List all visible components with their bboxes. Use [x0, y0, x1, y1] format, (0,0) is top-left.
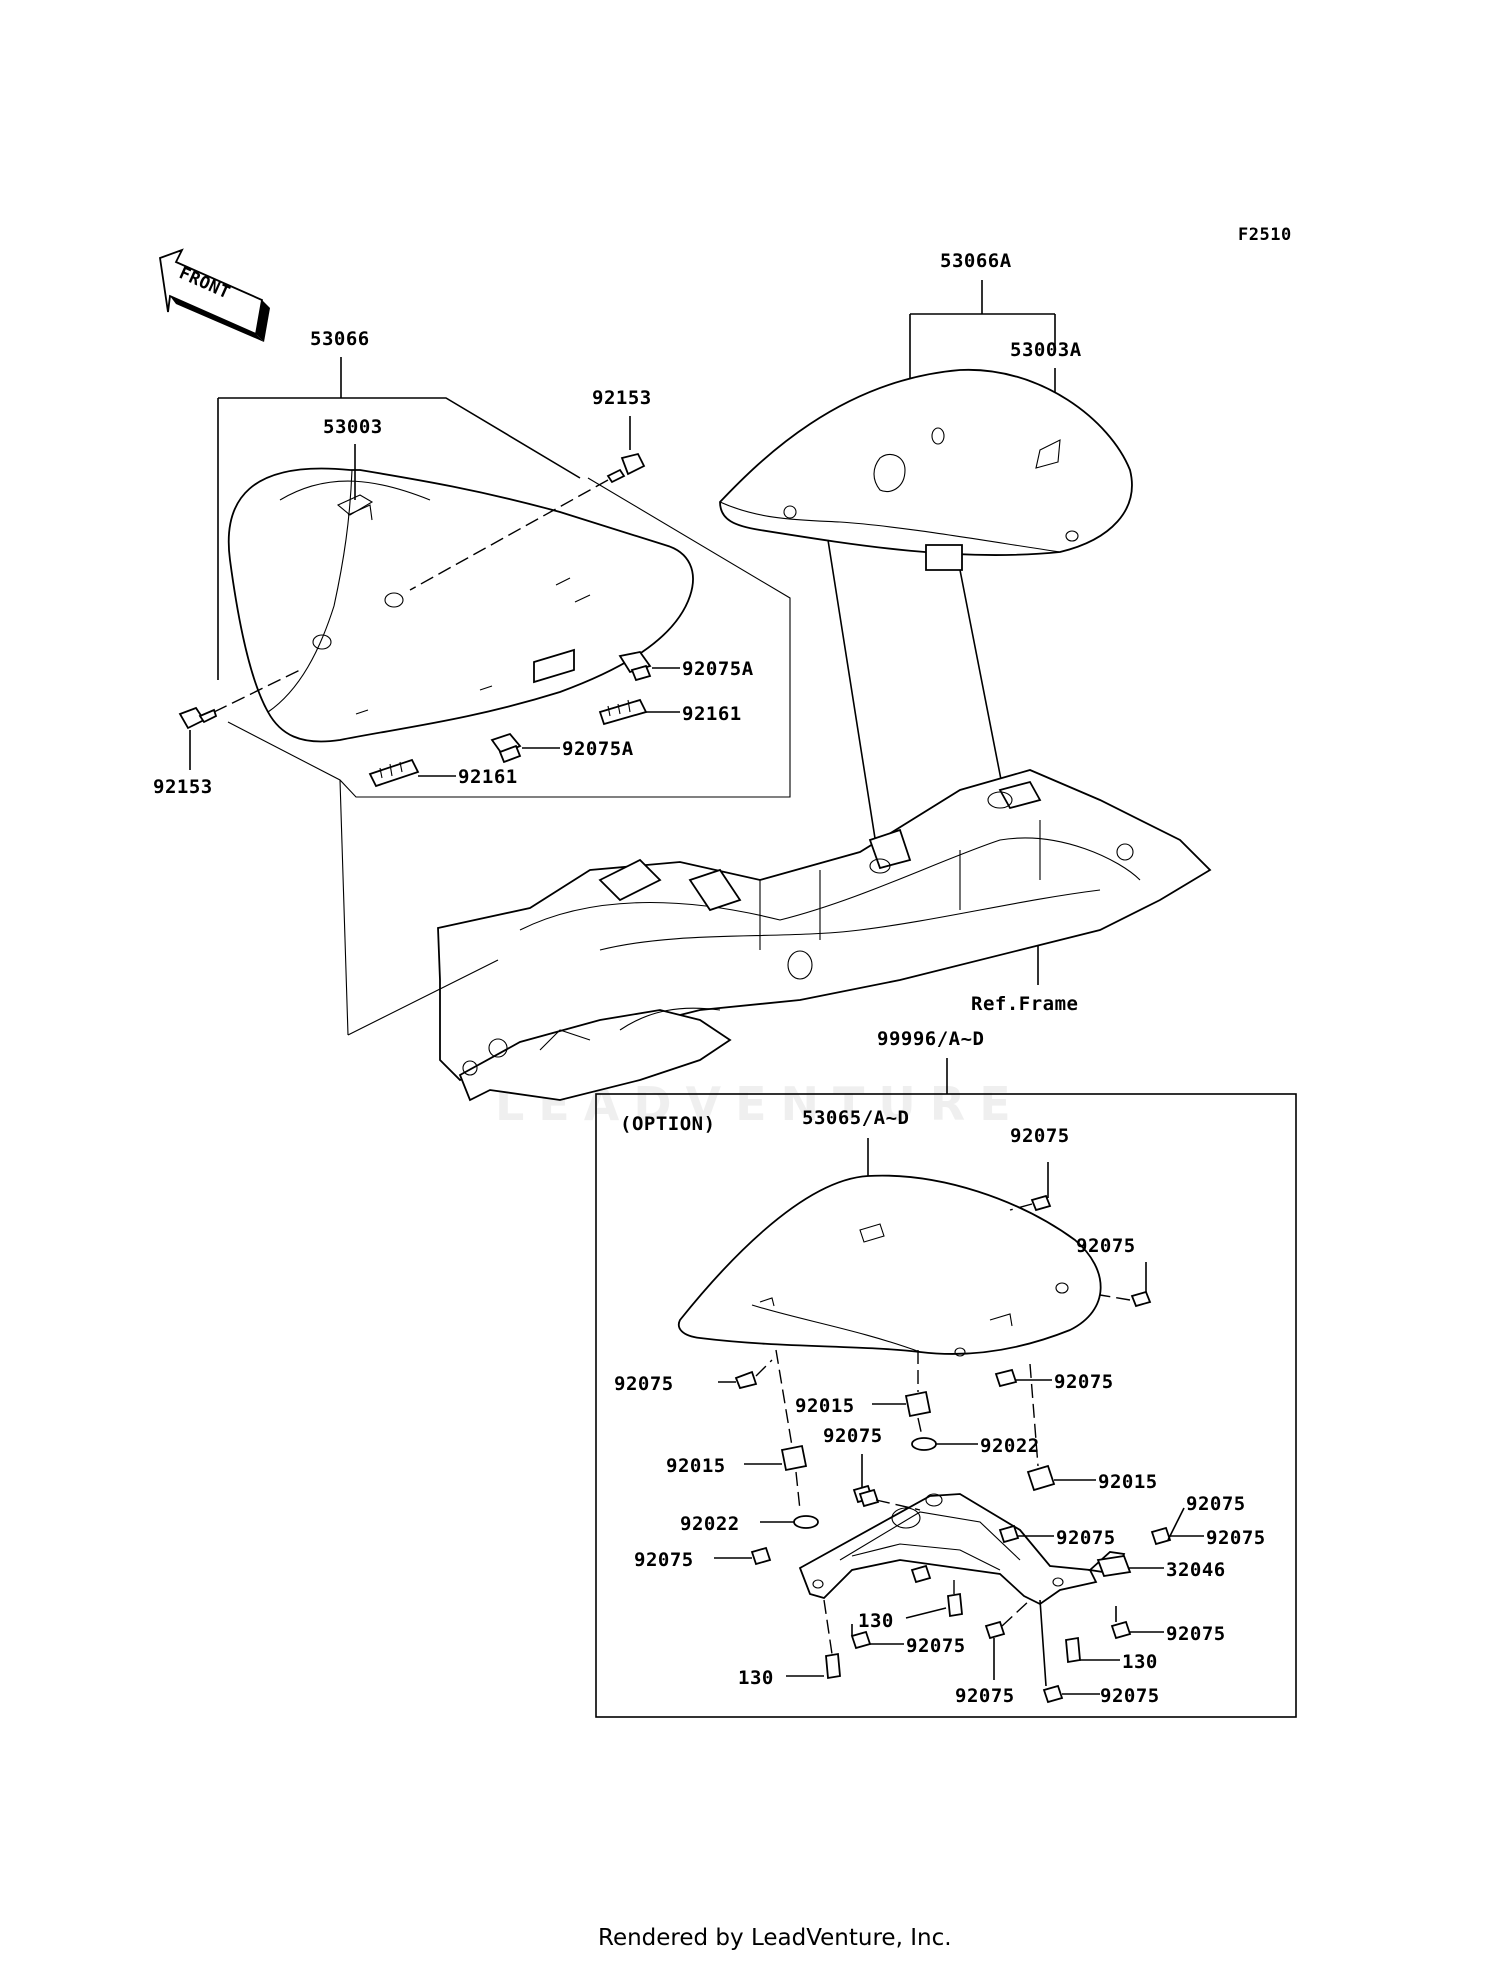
- label-front-seat-assy: 53066: [310, 328, 370, 350]
- bolt-icon: [1130, 1290, 1152, 1308]
- rear-seat-cowl: [719, 369, 1133, 571]
- washer-icon: [793, 1515, 819, 1529]
- footer-credit: Rendered by LeadVenture, Inc.: [598, 1925, 952, 1951]
- nut-icon: [368, 758, 420, 788]
- label-o-92075-m: 92075: [1186, 1493, 1246, 1515]
- label-o-92015-a: 92015: [795, 1395, 855, 1417]
- bolt-icon: [984, 1620, 1006, 1640]
- label-o-92022-a: 92022: [980, 1435, 1040, 1457]
- front-arrow-icon: FRONT: [159, 248, 270, 342]
- label-nut-lower: 92161: [458, 766, 518, 788]
- bolt-icon: [994, 1368, 1018, 1388]
- label-damper-a-lower: 92075A: [562, 738, 634, 760]
- damper-icon: [490, 732, 522, 764]
- label-o-92075-h: 92075: [634, 1549, 694, 1571]
- bolt-icon: [850, 1630, 872, 1650]
- figure-code: F2510: [1238, 225, 1292, 245]
- label-damper-a-upper: 92075A: [682, 658, 754, 680]
- option-box: [595, 1093, 1297, 1718]
- label-o-92022-b: 92022: [680, 1513, 740, 1535]
- bolt-icon: [178, 706, 218, 730]
- label-o-92075-b: 92075: [1076, 1235, 1136, 1257]
- bolt-icon: [750, 1546, 772, 1566]
- bolt-icon: [734, 1370, 758, 1390]
- nut-icon: [598, 698, 648, 726]
- stay-icon: [1096, 1554, 1132, 1578]
- label-o-92075-f: 92075: [1056, 1527, 1116, 1549]
- label-ref-frame: Ref.Frame: [971, 993, 1078, 1015]
- label-o-92075-j: 92075: [1166, 1623, 1226, 1645]
- label-o-92015-b: 92015: [666, 1455, 726, 1477]
- label-bolt-top: 92153: [592, 387, 652, 409]
- label-o-130-c: 130: [1122, 1651, 1158, 1673]
- label-nut-upper: 92161: [682, 703, 742, 725]
- bolt-icon: [606, 452, 646, 484]
- bolt-icon: [1042, 1684, 1064, 1704]
- bolt-icon: [998, 1524, 1020, 1544]
- label-o-92075-g: 92075: [1206, 1527, 1266, 1549]
- label-rear-seat-assy: 53066A: [940, 250, 1012, 272]
- screw-icon: [1065, 1636, 1081, 1664]
- label-o-130-a: 130: [858, 1610, 894, 1632]
- grommet-icon: [904, 1390, 932, 1418]
- label-o-92075-e: 92075: [823, 1425, 883, 1447]
- label-o-92075-k: 92075: [955, 1685, 1015, 1707]
- grommet-icon: [1026, 1464, 1056, 1492]
- label-o-92075-l: 92075: [1100, 1685, 1160, 1707]
- mounting-bracket: [798, 1493, 1126, 1606]
- grommet-icon: [780, 1444, 808, 1472]
- bolt-icon: [1150, 1526, 1172, 1546]
- washer-icon: [911, 1437, 937, 1451]
- label-o-92075-d: 92075: [1054, 1371, 1114, 1393]
- bolt-icon: [1030, 1194, 1052, 1212]
- rear-frame: [437, 769, 1212, 1102]
- label-o-130-b: 130: [738, 1667, 774, 1689]
- option-seat-cowl: [678, 1174, 1102, 1357]
- label-o-92075-a: 92075: [1010, 1125, 1070, 1147]
- damper-icon: [618, 651, 652, 682]
- front-seat-group-box: [227, 477, 791, 1036]
- screw-icon: [947, 1592, 963, 1618]
- label-o-92075-i: 92075: [906, 1635, 966, 1657]
- bolt-icon: [1110, 1620, 1132, 1640]
- label-front-seat-cover: 53003: [323, 416, 383, 438]
- front-seat: [227, 467, 694, 743]
- bolt-icon: [858, 1488, 880, 1508]
- screw-icon: [825, 1652, 841, 1680]
- label-option-cowl: 53065/A~D: [802, 1107, 909, 1129]
- bolt-icon: [910, 1564, 932, 1584]
- label-o-92015-c: 92015: [1098, 1471, 1158, 1493]
- label-option-kit: 99996/A~D: [877, 1028, 984, 1050]
- label-rear-seat-cover: 53003A: [1010, 339, 1082, 361]
- label-o-32046: 32046: [1166, 1559, 1226, 1581]
- label-bolt-left: 92153: [153, 776, 213, 798]
- label-o-92075-c: 92075: [614, 1373, 674, 1395]
- label-option-title: (OPTION): [620, 1113, 716, 1135]
